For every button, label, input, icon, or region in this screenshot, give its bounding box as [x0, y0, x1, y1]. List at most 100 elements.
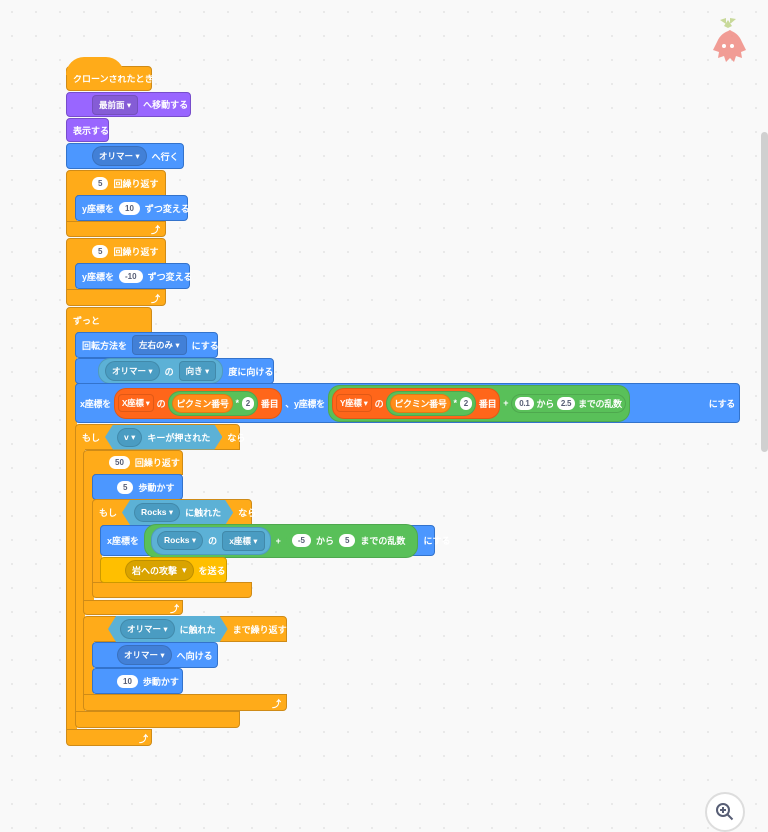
go-to-block[interactable]: オリマーへ行く: [66, 143, 184, 169]
rotation-dropdown[interactable]: 左右のみ: [132, 335, 187, 355]
c-arm: [75, 449, 85, 713]
block-label: から: [536, 398, 555, 409]
number-input[interactable]: 2: [459, 396, 472, 410]
block-label: x座標を: [80, 398, 111, 409]
zoom-in-button[interactable]: [705, 792, 745, 832]
zoom-in-icon: [716, 803, 734, 821]
repeat-end: ⤴: [83, 694, 287, 711]
target-dropdown[interactable]: オリマー: [92, 146, 147, 166]
point-in-direction-block[interactable]: オリマーの向き度に向ける: [75, 358, 274, 384]
key-pressed-condition[interactable]: v キーが押された: [105, 425, 222, 450]
key-dropdown[interactable]: v: [117, 428, 142, 447]
c-arm: [66, 263, 77, 291]
block-label: x座標を: [107, 536, 140, 546]
show-block[interactable]: 表示する: [66, 118, 109, 142]
operator-symbol: +: [503, 398, 509, 408]
item-of-list-reporter[interactable]: X座標のピクミン番号*2番目: [113, 387, 283, 419]
block-label: までの乱数: [578, 398, 622, 409]
broadcast-block[interactable]: 岩への攻撃▾ を送る: [100, 557, 227, 583]
number-input[interactable]: 2: [241, 396, 254, 410]
sensing-of-reporter[interactable]: オリマーの向き: [98, 358, 224, 384]
if-touching-block[interactable]: もし Rocksに触れたなら: [92, 499, 256, 526]
repeat-block[interactable]: 5 回繰り返す: [66, 170, 166, 196]
message-name: 岩への攻撃: [132, 565, 178, 576]
sensing-of-reporter[interactable]: Rocksのx座標: [151, 526, 271, 555]
operator-symbol: +: [275, 535, 281, 546]
sprite-dropdown[interactable]: オリマー: [120, 619, 175, 639]
if-end: [75, 711, 240, 728]
multiply-operator[interactable]: ピクミン番号*2: [168, 390, 258, 416]
list-dropdown[interactable]: X座標: [117, 394, 154, 412]
item-of-list-reporter[interactable]: Y座標のピクミン番号*2番目: [331, 387, 501, 419]
layer-dropdown[interactable]: 最前面: [92, 94, 139, 115]
change-value[interactable]: 10: [119, 201, 140, 215]
sprite-icon: [708, 16, 748, 72]
go-to-front-block[interactable]: 最前面へ移動する: [66, 92, 191, 117]
list-dropdown[interactable]: Y座標: [335, 394, 372, 412]
sprite-dropdown[interactable]: Rocks: [134, 503, 180, 522]
block-label: y座標を: [82, 203, 115, 214]
block-label: なら: [238, 508, 257, 518]
random-to-input[interactable]: 5: [338, 534, 356, 547]
block-label: にする: [708, 398, 736, 409]
block-label: まで繰り返す: [232, 624, 287, 635]
block-label: の: [164, 366, 174, 377]
block-label: 回繰り返す: [134, 458, 180, 468]
block-label: 回繰り返す: [113, 246, 159, 257]
repeat-block[interactable]: 5 回繰り返す: [66, 238, 166, 264]
block-label: ずっと: [73, 315, 101, 326]
forever-block[interactable]: ずっと: [66, 307, 152, 333]
target-dropdown[interactable]: オリマー: [117, 645, 172, 665]
attribute-dropdown[interactable]: 向き: [178, 361, 217, 381]
repeat-count[interactable]: 5: [92, 244, 109, 258]
block-label: ずつ変える: [147, 271, 193, 282]
random-from-input[interactable]: 0.1: [515, 396, 534, 410]
repeat-count[interactable]: 50: [109, 456, 130, 469]
block-label: 、y座標を: [285, 398, 325, 409]
operator-symbol: *: [235, 398, 240, 408]
block-label: もし: [99, 508, 118, 518]
repeat-until-block[interactable]: オリマーに触れたまで繰り返す: [83, 616, 287, 642]
sprite-dropdown[interactable]: Rocks: [157, 531, 204, 550]
if-key-pressed-block[interactable]: もしvキーが押されたなら: [75, 424, 245, 450]
variable-reporter[interactable]: ピクミン番号: [172, 393, 233, 413]
repeat-end: ⤴: [66, 289, 166, 306]
variable-reporter[interactable]: ピクミン番号: [390, 393, 451, 413]
repeat-count[interactable]: 5: [92, 176, 109, 190]
hat-cap: [66, 57, 124, 75]
point-towards-block[interactable]: オリマーへ向ける: [92, 642, 218, 668]
block-label: キーが押された: [147, 432, 211, 443]
sprite-dropdown[interactable]: オリマー: [105, 361, 160, 381]
c-arm: [83, 641, 94, 696]
block-label: 回繰り返す: [113, 178, 159, 189]
block-label: もし: [82, 432, 101, 443]
vertical-scrollbar[interactable]: [761, 132, 768, 452]
set-rotation-style-block[interactable]: 回転方法を左右のみにする: [75, 332, 219, 358]
change-value[interactable]: -10: [119, 269, 143, 283]
block-label: にする: [191, 340, 219, 351]
block-label: を送る: [198, 565, 226, 576]
multiply-operator[interactable]: ピクミン番号*2: [386, 390, 476, 416]
go-to-xy-block[interactable]: x座標を X座標のピクミン番号*2番目 、y座標を Y座標のピクミン番号*2番目…: [75, 383, 740, 423]
message-dropdown[interactable]: 岩への攻撃▾: [125, 559, 194, 581]
repeat-end: ⤴: [66, 221, 166, 237]
attribute-dropdown[interactable]: x座標: [222, 530, 265, 551]
steps-input[interactable]: 10: [117, 674, 138, 688]
random-to-input[interactable]: 2.5: [556, 396, 576, 410]
random-from-input[interactable]: -5: [291, 534, 311, 547]
block-label: までの乱数: [360, 536, 406, 546]
touching-condition[interactable]: オリマーに触れた: [108, 616, 228, 642]
repeat-block[interactable]: 50 回繰り返す: [83, 450, 183, 475]
block-label: に触れた: [179, 624, 216, 635]
touching-condition[interactable]: Rocksに触れた: [122, 500, 233, 525]
steps-input[interactable]: 5: [117, 480, 134, 494]
